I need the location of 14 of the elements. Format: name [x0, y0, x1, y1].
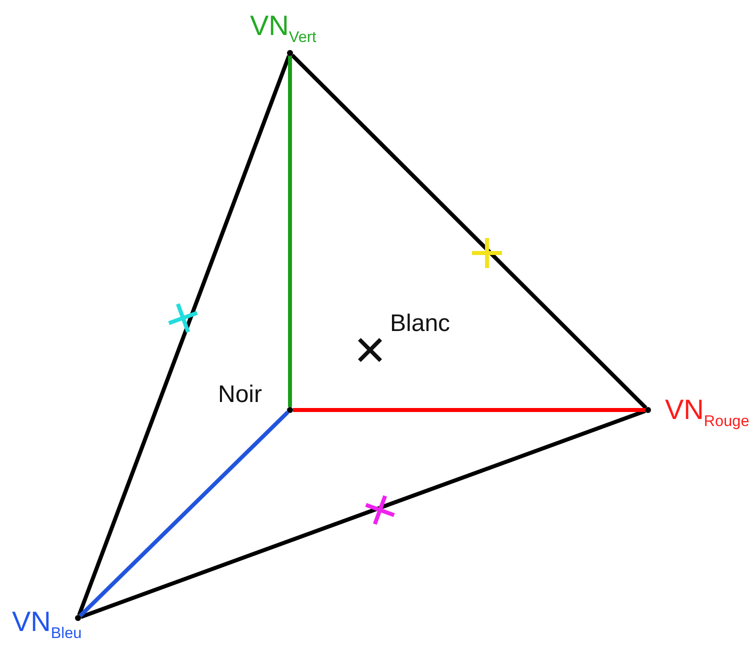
vertex-label: VN$_{Bleu}$ — [12, 608, 82, 642]
vertex-label: VN$_{Vert}$ — [250, 12, 316, 46]
vertex-dot — [287, 407, 293, 413]
line — [288, 56, 292, 407]
vertex-dot — [287, 50, 293, 56]
line — [80, 409, 646, 619]
line — [293, 408, 645, 412]
line — [78, 410, 290, 618]
point-label: Blanc — [390, 312, 450, 336]
line — [77, 55, 291, 616]
vertex-label: VN$_{Rouge}$ — [665, 396, 750, 430]
vertex-dot — [75, 615, 81, 621]
vertex-label: Noir — [218, 383, 262, 407]
line — [290, 54, 648, 410]
